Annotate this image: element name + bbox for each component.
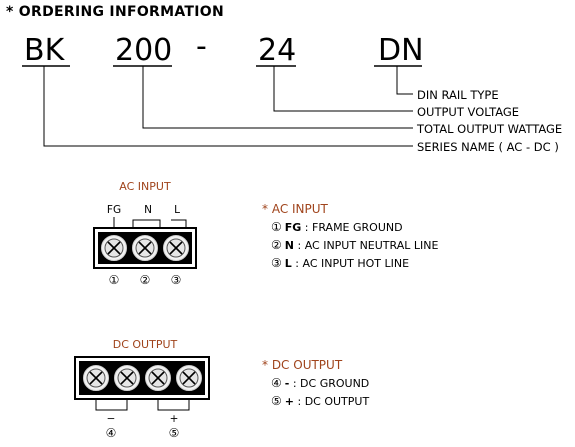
code-type: DN <box>378 33 424 68</box>
dc-note-5-sep: : <box>294 395 305 408</box>
ac-pin-label-n: N <box>144 204 152 216</box>
ac-screw-2 <box>132 235 158 261</box>
dc-note-5-desc: DC OUTPUT <box>305 395 370 408</box>
ac-screw-3 <box>163 235 189 261</box>
dc-polarity-negative: − <box>107 413 116 425</box>
dc-screw-3 <box>145 365 171 391</box>
ordering-title: * ORDERING INFORMATION <box>6 4 224 20</box>
dc-note-4-desc: DC GROUND <box>300 377 369 390</box>
ac-note-2-key: N <box>285 239 294 252</box>
dc-note-4: ④- : DC GROUND <box>271 376 369 390</box>
callout-series: SERIES NAME ( AC - DC ) <box>417 140 559 154</box>
code-wattage: 200 <box>115 33 172 68</box>
dc-note-5-key: + <box>285 395 294 408</box>
callout-type: DIN RAIL TYPE <box>417 88 499 102</box>
code-series: BK <box>24 33 66 68</box>
code-dash: - <box>196 29 207 64</box>
ac-note-1-sep: : <box>301 221 312 234</box>
dc-terminal-block <box>74 356 210 400</box>
dc-number-4: ④ <box>106 426 117 440</box>
ac-terminal-block <box>93 227 197 269</box>
ac-note-1-key: FG <box>285 221 302 234</box>
dc-notes-header: * DC OUTPUT <box>262 358 343 372</box>
code-voltage: 24 <box>258 33 296 68</box>
wattage-leader <box>142 66 413 129</box>
dc-number-5: ⑤ <box>169 426 180 440</box>
ac-pin-label-l: L <box>174 204 180 216</box>
ac-note-3-number: ③ <box>271 256 282 270</box>
dc-note-4-key: - <box>285 377 290 390</box>
ac-number-1: ① <box>109 273 120 287</box>
dc-screw-4 <box>176 365 202 391</box>
dc-polarity-positive: + <box>170 413 179 425</box>
ac-number-3: ③ <box>171 273 182 287</box>
ac-number-2: ② <box>140 273 151 287</box>
dc-output-title: DC OUTPUT <box>113 338 178 351</box>
dc-note-5-number: ⑤ <box>271 394 282 408</box>
series-leader <box>43 66 413 147</box>
ac-note-2-number: ② <box>271 238 282 252</box>
ac-note-3-sep: : <box>292 257 303 270</box>
voltage-leader <box>273 66 413 112</box>
dc-screw-2 <box>114 365 140 391</box>
ac-note-2-sep: : <box>294 239 305 252</box>
dc-note-4-sep: : <box>289 377 300 390</box>
ac-wire-l <box>171 219 187 228</box>
ac-pin-label-fg: FG <box>107 204 121 216</box>
ac-note-2-desc: AC INPUT NEUTRAL LINE <box>305 239 439 252</box>
ac-wire-n <box>132 219 161 228</box>
callout-wattage: TOTAL OUTPUT WATTAGE <box>416 122 562 136</box>
ac-input-title: AC INPUT <box>119 180 171 193</box>
dc-wire-negative <box>95 399 128 411</box>
ac-notes-header: * AC INPUT <box>262 202 329 216</box>
dc-wire-positive <box>157 399 190 411</box>
ac-note-3-key: L <box>285 257 292 270</box>
dc-screw-1 <box>83 365 109 391</box>
ac-screw-1 <box>101 235 127 261</box>
ac-note-3-desc: AC INPUT HOT LINE <box>302 257 409 270</box>
dc-note-5: ⑤+ : DC OUTPUT <box>271 394 369 408</box>
type-leader <box>396 66 413 95</box>
callout-voltage: OUTPUT VOLTAGE <box>417 105 519 119</box>
dc-note-4-number: ④ <box>271 376 282 390</box>
ac-note-1-desc: FRAME GROUND <box>312 221 403 234</box>
ac-note-1-number: ① <box>271 220 282 234</box>
